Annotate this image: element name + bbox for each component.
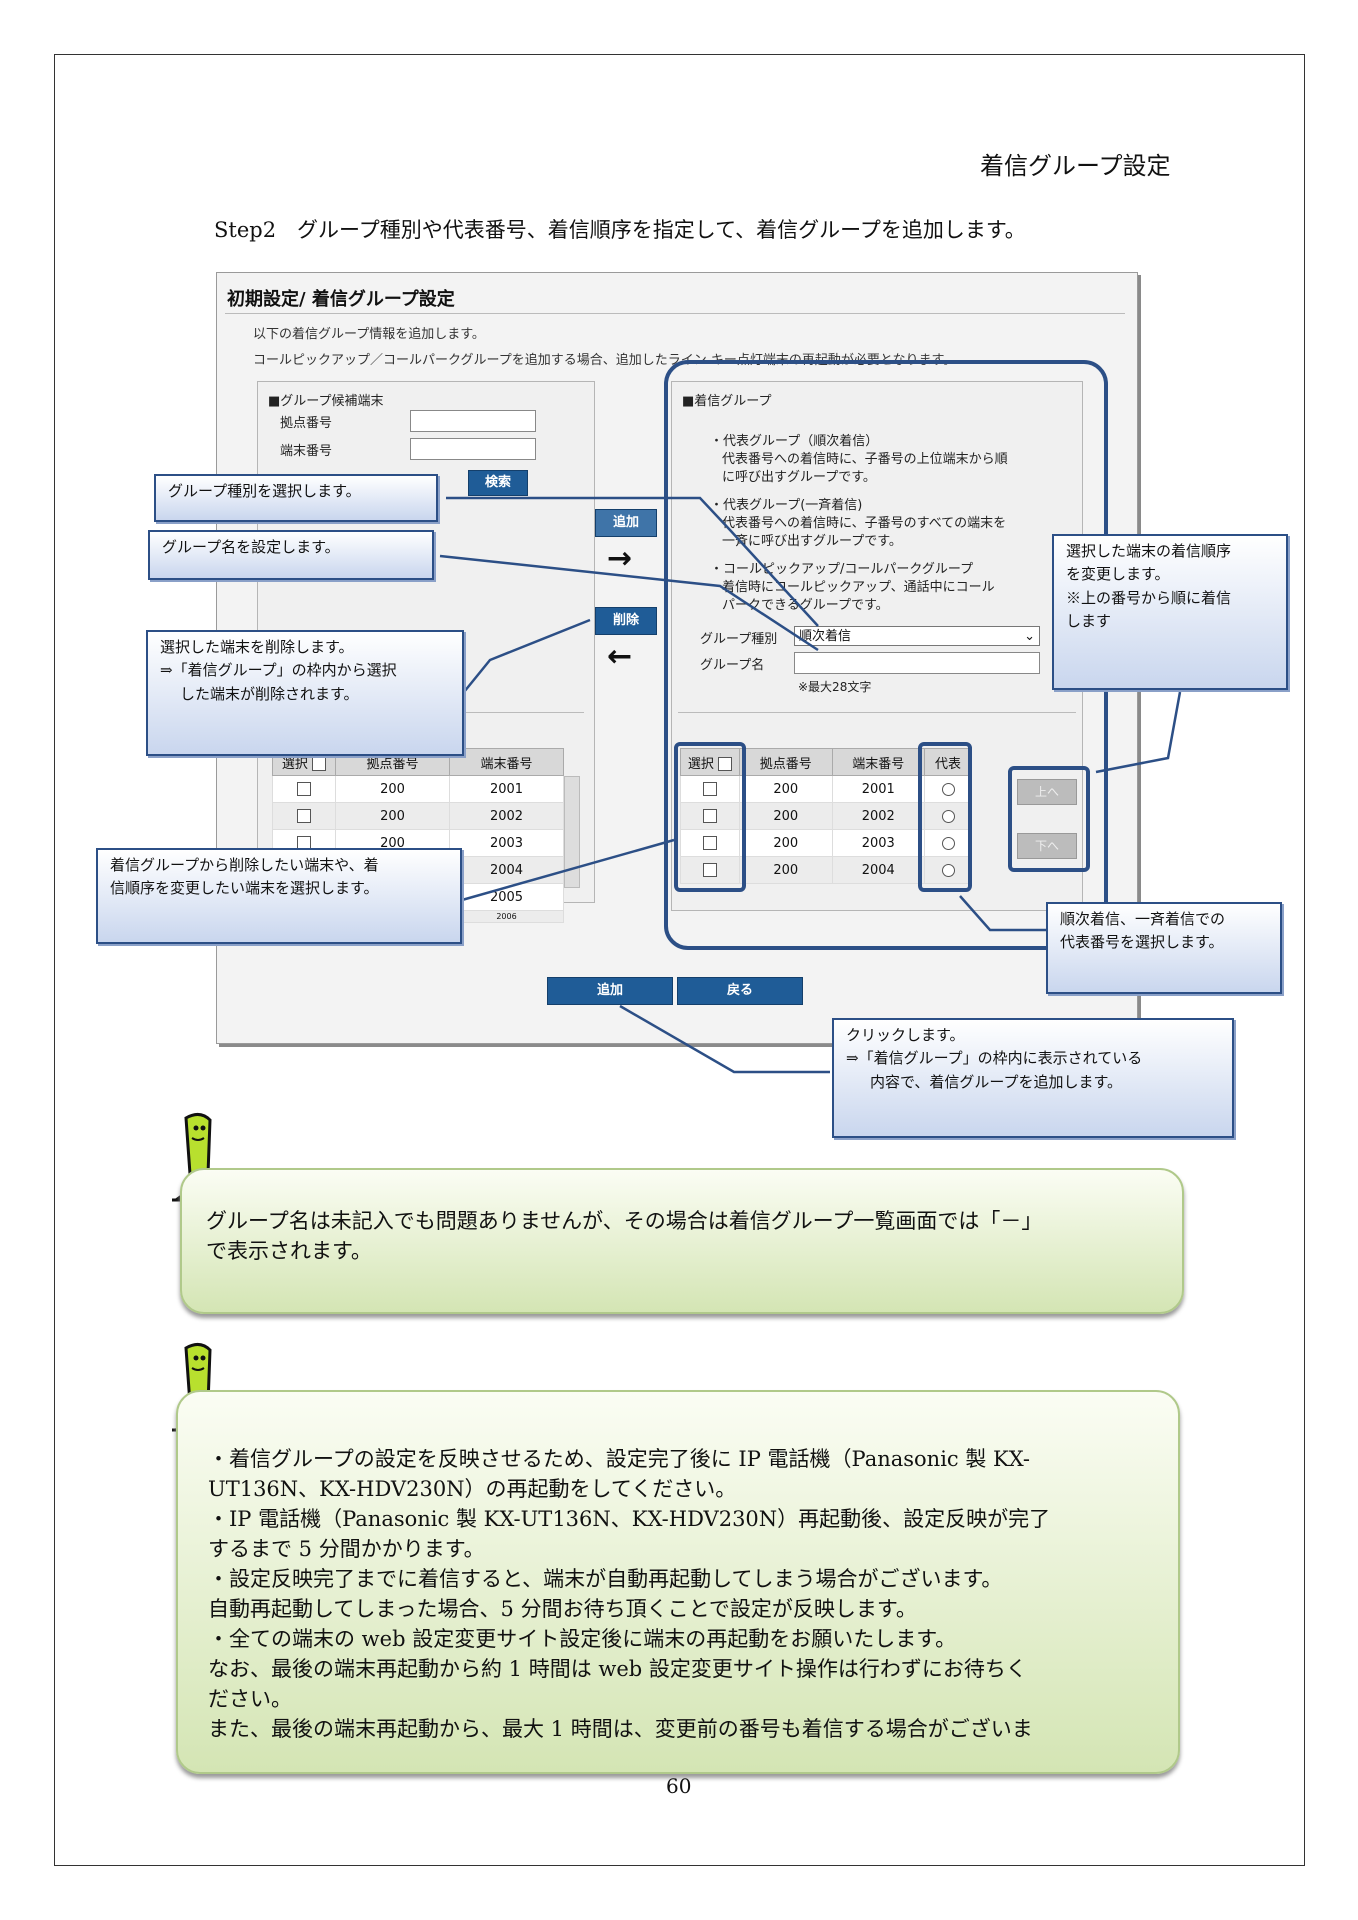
col-select: 選択	[680, 748, 740, 776]
type3-desc: 着信時にコールピックアップ、通話中にコール	[722, 580, 995, 595]
panel-divider	[678, 712, 1076, 713]
group-name-input[interactable]	[794, 652, 1040, 674]
callout-group-name: グループ名を設定します。	[148, 530, 434, 580]
callout-order: 選択した端末の着信順序 を変更します。 ※上の番号から順に着信 します	[1052, 534, 1288, 690]
section-title: 着信グループ設定	[980, 152, 1171, 180]
group-type-select[interactable]: 順次着信⌄	[794, 626, 1040, 646]
row-checkbox[interactable]	[703, 782, 717, 796]
page-number: 60	[666, 1774, 692, 1798]
candidates-title: ■グループ候補端末	[268, 394, 384, 409]
delete-button[interactable]: 削除	[595, 607, 657, 635]
move-down-button[interactable]: 下へ	[1017, 833, 1077, 859]
group-panel: ■着信グループ ・代表グループ（順次着信） 代表番号への着信時に、子番号の上位端…	[671, 381, 1083, 911]
group-name-note: ※最大28文字	[798, 680, 872, 694]
representative-radio[interactable]	[941, 809, 955, 823]
type2-title: ・代表グループ(一斉着信)	[710, 498, 863, 513]
order-buttons-highlight	[1008, 766, 1090, 872]
select-all-checkbox[interactable]	[312, 757, 327, 771]
divider	[225, 313, 1125, 314]
row-checkbox[interactable]	[703, 836, 717, 850]
note-box-1: グループ名は未記入でも問題ありませんが、その場合は着信グループ一覧画面では「－」…	[180, 1168, 1184, 1314]
chevron-down-icon: ⌄	[1024, 629, 1035, 644]
group-name-label: グループ名	[700, 658, 765, 673]
callout-click: クリックします。 ⇒「着信グループ」の枠内に表示されている 内容で、着信グループ…	[832, 1018, 1234, 1138]
callout-select: 着信グループから削除したい端末や、着 信順序を変更したい端末を選択します。	[96, 848, 462, 944]
row-checkbox[interactable]	[297, 782, 311, 796]
scrollbar[interactable]	[564, 776, 580, 888]
note-box-2: ・着信グループの設定を反映させるため、設定完了後に IP 電話機（Panason…	[176, 1390, 1180, 1774]
col-representative: 代表	[924, 748, 972, 776]
screen-title: 初期設定/ 着信グループ設定	[227, 289, 455, 310]
representative-column-highlight	[918, 742, 972, 892]
group-type-label: グループ種別	[700, 632, 778, 647]
callout-representative: 順次着信、一斉着信での 代表番号を選択します。	[1046, 902, 1282, 994]
row-checkbox[interactable]	[703, 863, 717, 877]
type3-title: ・コールピックアップ/コールパークグループ	[710, 562, 974, 577]
step-heading: Step2 グループ種別や代表番号、着信順序を指定して、着信グループを追加します…	[214, 218, 1026, 242]
representative-radio[interactable]	[941, 782, 955, 796]
add-button[interactable]: 追加	[595, 509, 657, 537]
type2-desc: 代表番号への着信時に、子番号のすべての端末を	[722, 516, 1007, 531]
screen-desc-1: 以下の着信グループ情報を追加します。	[253, 327, 485, 342]
arrow-left-icon: ←	[607, 639, 633, 674]
search-button[interactable]: 検索	[468, 470, 528, 496]
type3-desc: パークできるグループです。	[722, 598, 889, 613]
submit-button[interactable]: 追加	[547, 977, 673, 1005]
move-up-button[interactable]: 上へ	[1017, 779, 1077, 805]
site-input[interactable]	[410, 410, 536, 432]
select-all-checkbox[interactable]	[718, 757, 733, 771]
terminal-input[interactable]	[410, 438, 536, 460]
type2-desc: 一斉に呼び出すグループです。	[722, 534, 902, 549]
page-frame	[54, 54, 1305, 1866]
callout-group-type: グループ種別を選択します。	[154, 474, 438, 522]
terminal-label: 端末番号	[280, 444, 333, 459]
screen-desc-2: コールピックアップ／コールパークグループを追加する場合、追加したライン キー点灯…	[253, 353, 957, 368]
back-button[interactable]: 戻る	[677, 977, 803, 1005]
select-column-highlight	[674, 742, 746, 892]
col-terminal: 端末番号	[449, 748, 564, 776]
arrow-right-icon: →	[607, 541, 633, 576]
representative-radio[interactable]	[941, 836, 955, 850]
type1-desc: 代表番号への着信時に、子番号の上位端末から順	[722, 452, 1008, 467]
type1-title: ・代表グループ（順次着信）	[710, 434, 879, 449]
type1-desc: に呼び出すグループです。	[722, 470, 876, 485]
callout-delete: 選択した端末を削除します。 ⇒「着信グループ」の枠内から選択 した端末が削除され…	[146, 630, 464, 756]
representative-radio[interactable]	[941, 863, 955, 877]
group-title: ■着信グループ	[682, 394, 772, 409]
row-checkbox[interactable]	[703, 809, 717, 823]
row-checkbox[interactable]	[297, 809, 311, 823]
site-label: 拠点番号	[280, 416, 333, 431]
